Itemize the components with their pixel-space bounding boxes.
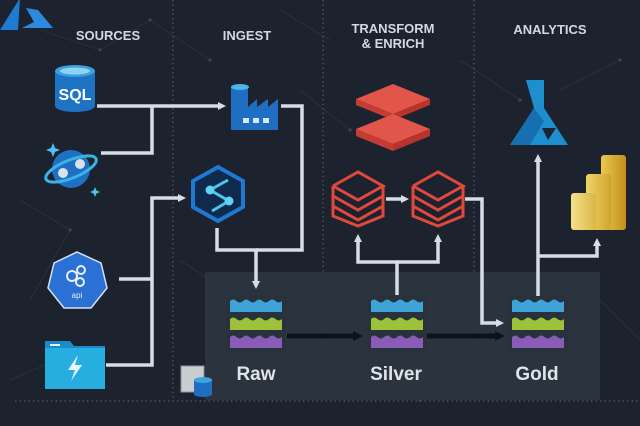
sql-label: SQL	[59, 87, 92, 104]
cosmos-db-icon	[44, 143, 100, 197]
lake-layer-band	[512, 299, 564, 312]
azure-ml-icon	[510, 80, 568, 145]
power-bi-icon	[571, 155, 626, 230]
connector-api-to-synapse	[119, 194, 186, 281]
lake-layer-icon-gold	[508, 296, 568, 352]
column-label-transform-line2: & ENRICH	[361, 36, 425, 51]
column-label-transform-line1: TRANSFORM	[351, 21, 435, 36]
delta-table-icon-1	[331, 170, 387, 228]
lake-layer-band	[230, 317, 282, 330]
lake-layer-band	[230, 299, 282, 312]
lake-layer-band	[512, 335, 564, 348]
connector-gold-to-powerbi	[538, 238, 601, 258]
azure-logo-icon	[0, 0, 53, 30]
storage-icon	[180, 365, 212, 397]
lake-layer-band	[512, 317, 564, 330]
connector-silver-to-delta2	[397, 234, 442, 264]
column-label-ingest: INGEST	[222, 28, 272, 43]
lake-layer-band	[371, 299, 423, 312]
connector-files-to-synapse	[106, 279, 154, 367]
lake-layer-band	[371, 317, 423, 330]
connector-synapse-to-raw	[215, 228, 260, 289]
zone-label-raw: Raw	[236, 364, 276, 385]
synapse-icon	[191, 164, 245, 224]
lake-layer-band	[230, 335, 282, 348]
lake-layer-band	[371, 335, 423, 348]
delta-table-icon-2	[411, 170, 467, 228]
column-label-transform: TRANSFORM & ENRICH	[343, 21, 443, 51]
column-label-analytics: ANALYTICS	[513, 22, 587, 37]
zone-label-silver: Silver	[370, 364, 422, 385]
lake-layer-icon-silver	[367, 296, 427, 352]
data-factory-icon	[231, 84, 278, 130]
connectors	[97, 102, 601, 367]
databricks-icon	[356, 84, 430, 151]
zone-label-gold: Gold	[515, 364, 559, 385]
lake-layer-icon-raw	[226, 296, 286, 352]
column-label-sources: SOURCES	[75, 28, 141, 43]
sql-database-icon: SQL	[55, 65, 95, 112]
connector-adf-to-raw	[256, 104, 304, 252]
connector-silver-to-deltas	[354, 234, 399, 295]
connector-delta2-to-gold	[465, 197, 504, 327]
kubernetes-api-icon: api	[47, 251, 108, 309]
api-label: api	[72, 291, 83, 300]
file-share-icon	[45, 341, 105, 389]
connector-cosmos-to-adf	[101, 106, 154, 155]
